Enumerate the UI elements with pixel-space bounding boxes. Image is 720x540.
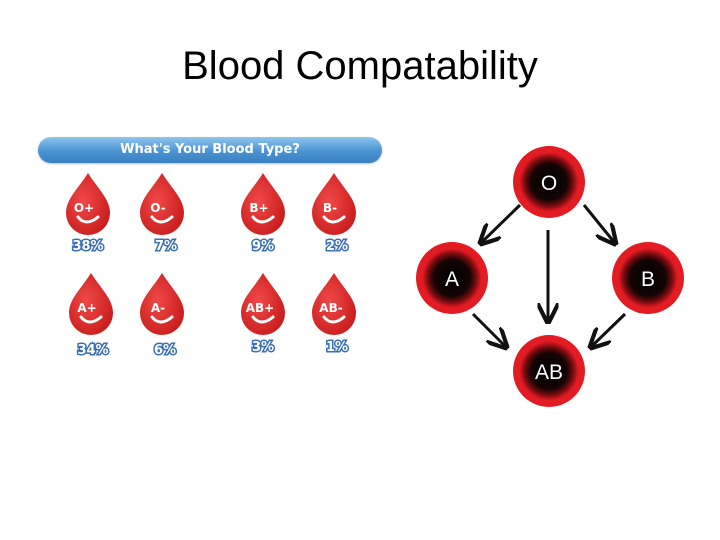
smile-icon (76, 215, 100, 224)
node-ab: AB (513, 335, 585, 407)
drop-percent-label: 7% (155, 239, 177, 254)
drop-percent-label: 2% (326, 239, 348, 254)
drop-b-minus: B- 2% (312, 173, 356, 256)
node-circle (513, 146, 585, 218)
drop-o-minus: O- 7% (140, 173, 184, 256)
drop-type-label: A+ (77, 301, 96, 315)
slide-title: Blood Compatability (182, 44, 538, 88)
arrow-o-to-b (582, 204, 614, 242)
arrow-b-to-ab (592, 312, 627, 346)
drop-type-label: B- (323, 201, 337, 215)
blood-drop-icon (140, 273, 184, 335)
smile-icon (251, 215, 275, 224)
node-circle (612, 242, 684, 314)
node-label: O (541, 172, 557, 195)
blood-drop-icon (69, 273, 113, 335)
drop-percent-label: 38% (72, 239, 103, 254)
drop-o-plus: O+ 38% (66, 173, 110, 256)
drop-type-label: B+ (249, 201, 268, 215)
blood-drop-icon (241, 273, 285, 335)
drop-percent-label: 1% (326, 340, 348, 355)
drop-type-label: AB+ (246, 301, 275, 315)
blood-drop-icon (312, 173, 356, 235)
blood-drop-icon (312, 273, 356, 335)
arrow-a-to-ab (471, 312, 505, 346)
smile-icon (150, 215, 174, 224)
drop-b-plus: B+ 9% (241, 173, 285, 256)
node-label: B (641, 268, 655, 291)
smile-icon (322, 215, 346, 224)
blood-drop-icon (66, 173, 110, 235)
smile-icon (79, 315, 103, 324)
drop-type-label: O+ (74, 201, 94, 215)
arrow-o-to-a (482, 203, 522, 242)
node-a: A (416, 242, 488, 314)
drop-a-plus: A+ 34% (69, 273, 113, 360)
blood-drop-icon (140, 173, 184, 235)
node-label: AB (535, 361, 563, 384)
drop-percent-label: 34% (77, 343, 108, 358)
drop-percent-label: 6% (154, 343, 176, 358)
drop-type-label: O- (150, 201, 165, 215)
node-circle (513, 335, 585, 407)
node-b: B (612, 242, 684, 314)
blood-drop-icon (241, 173, 285, 235)
node-o: O (513, 146, 585, 218)
smile-icon (322, 315, 346, 324)
drop-ab-minus: AB- 1% (312, 273, 356, 357)
smile-icon (251, 315, 275, 324)
drop-percent-label: 9% (252, 239, 274, 254)
node-circle (416, 242, 488, 314)
smile-icon (150, 315, 174, 324)
blood-type-banner: What's Your Blood Type? (38, 137, 382, 163)
drop-type-label: A- (151, 301, 165, 315)
drop-percent-label: 3% (252, 340, 274, 355)
drop-ab-plus: AB+ 3% (241, 273, 285, 357)
node-label: A (445, 268, 459, 291)
drop-type-label: AB- (319, 301, 342, 315)
drop-a-minus: A- 6% (140, 273, 184, 360)
